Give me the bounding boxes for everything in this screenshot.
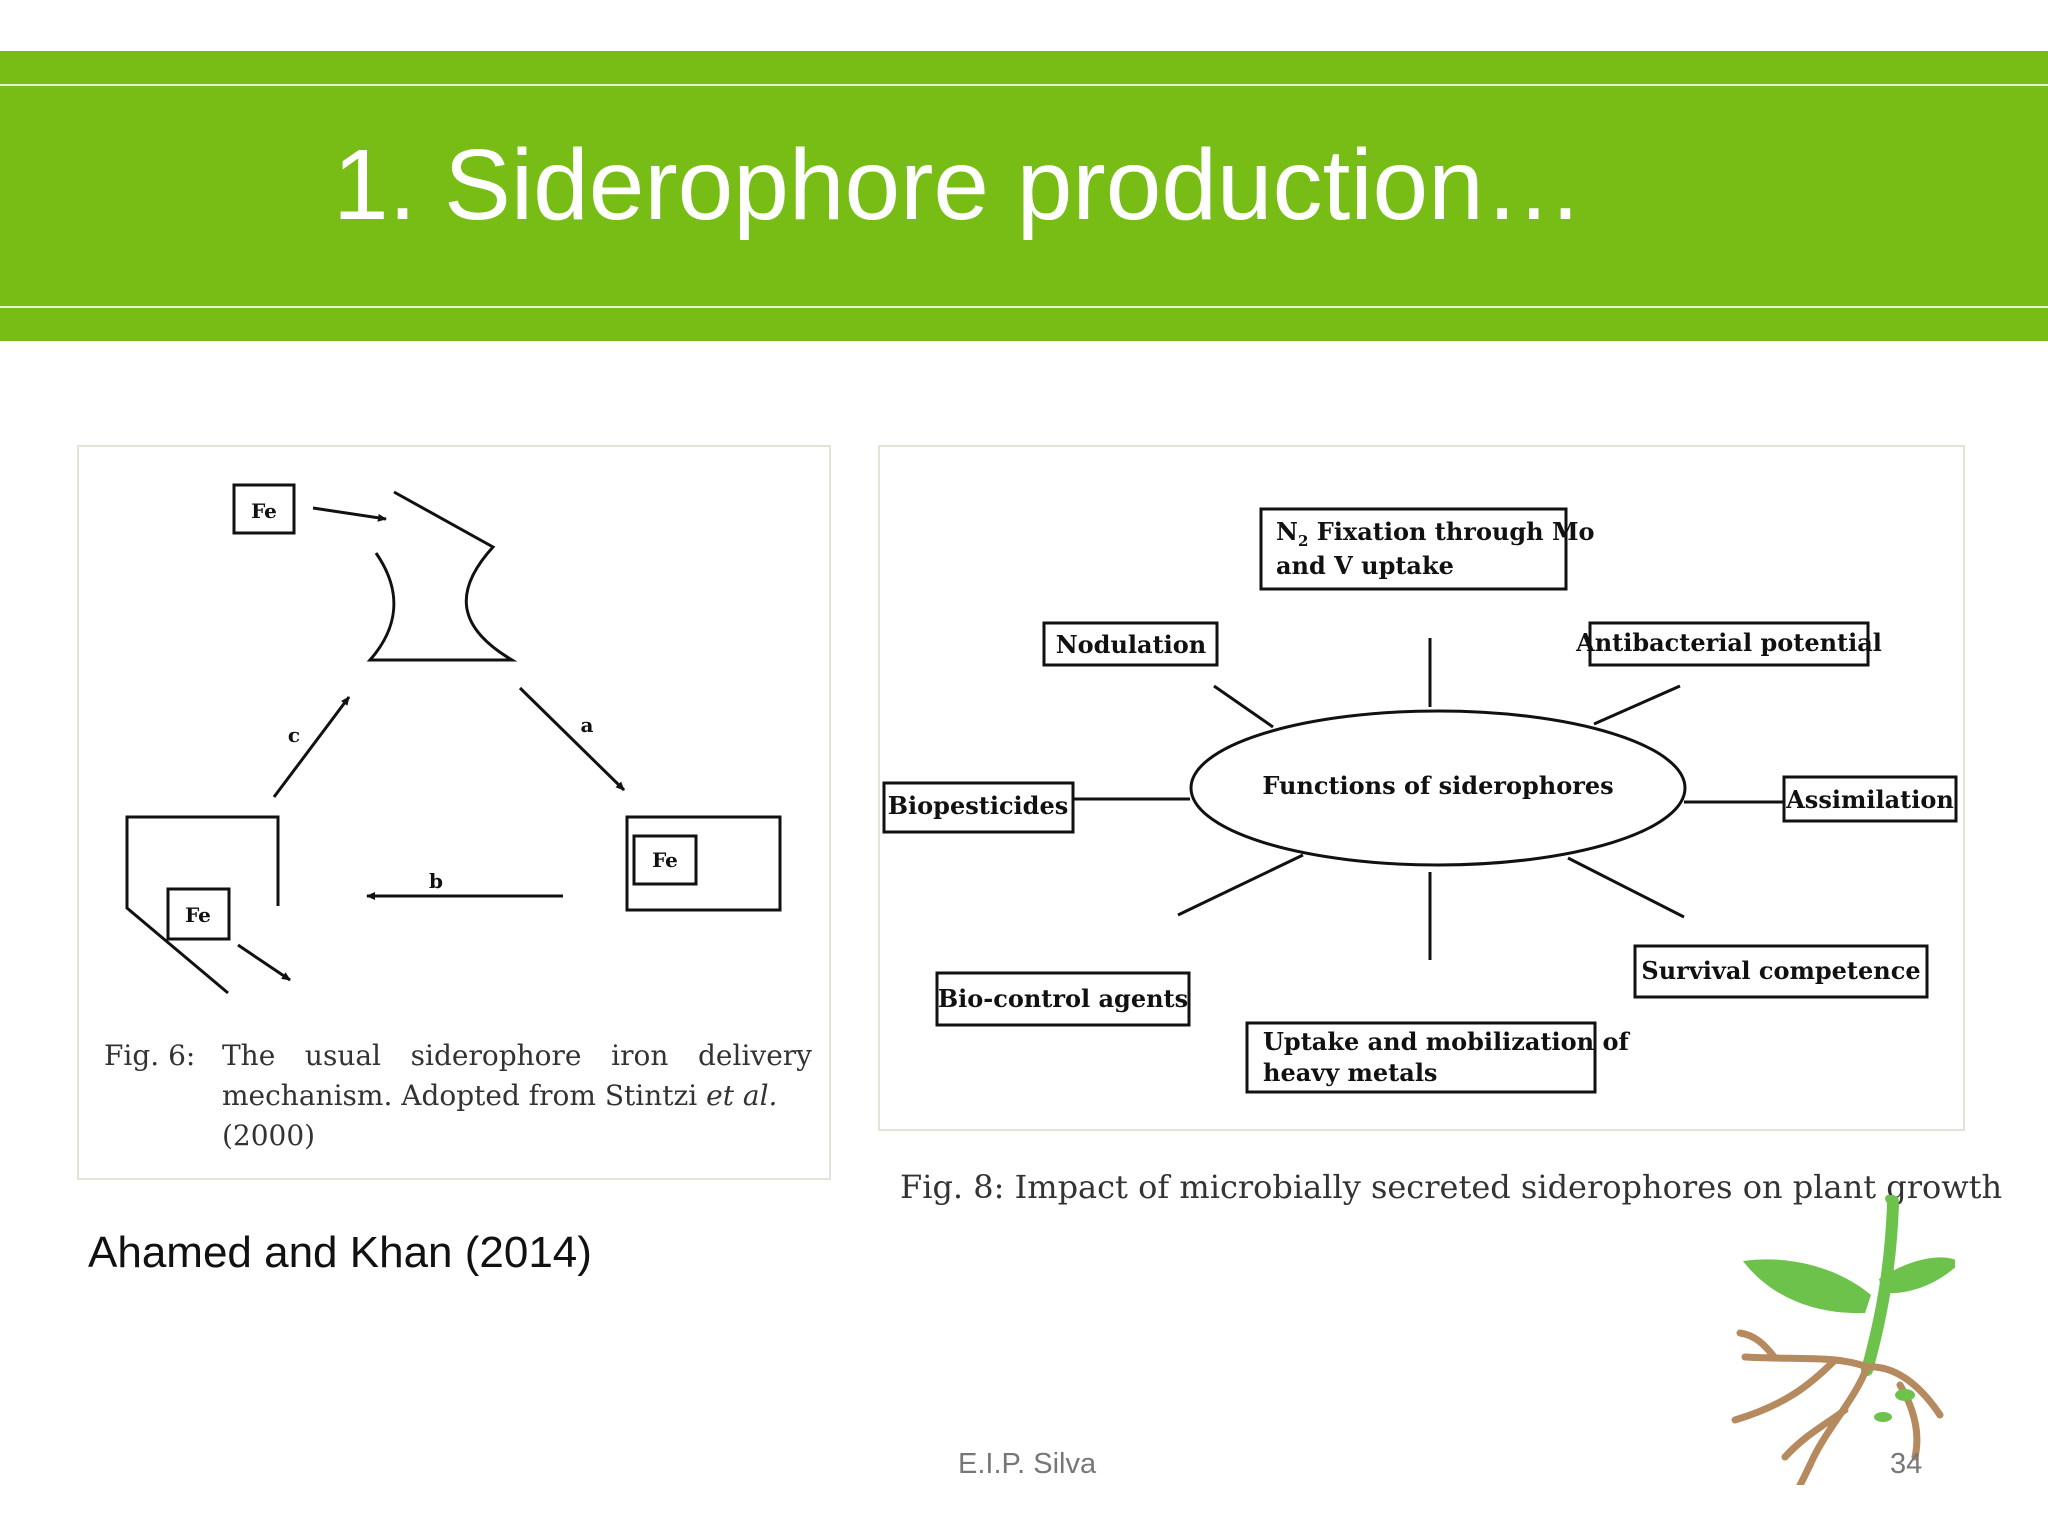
fig8-box-biopesticides	[882, 781, 1075, 834]
fig6-panel	[77, 445, 831, 1180]
fig6-arrow-c-label: c	[288, 723, 300, 747]
fig6-fe-label-left: Fe	[185, 903, 211, 927]
fig8-label-survival: Survival competence	[1641, 956, 1920, 985]
title-band-bottom-line	[0, 306, 2048, 308]
fig6-caption-body: The usual siderophore iron delivery mech…	[222, 1036, 812, 1156]
title-band	[0, 51, 2048, 341]
fig6-arrow-a	[518, 686, 626, 792]
fig8-box-n2-fixation	[1259, 507, 1568, 591]
fig8-n2-sub: 2	[1298, 532, 1308, 550]
fig6-fe-box-top	[232, 483, 296, 535]
fig6-arrow-c	[272, 696, 351, 798]
fig6-caption-text: The usual siderophore iron delivery mech…	[222, 1039, 812, 1112]
fig8-n2-pre: N	[1276, 517, 1298, 546]
fig6-cell-left	[125, 815, 280, 995]
fig8-spoke-antibacterial	[1593, 684, 1681, 726]
fig8-label-biopesticides: Biopesticides	[888, 791, 1068, 820]
fig8-box-biocontrol	[935, 971, 1191, 1027]
fig8-spoke-nodulation	[1213, 684, 1274, 729]
fig6-caption-year: (2000)	[222, 1119, 316, 1152]
fig8-spoke-survival	[1567, 856, 1685, 919]
fig6-arrow-b-label: b	[429, 869, 443, 893]
fig8-label-antibacterial: Antibacterial potential	[1575, 628, 1882, 657]
fig8-box-uptake	[1245, 1021, 1597, 1094]
fig8-caption: Fig. 8: Impact of microbially secreted s…	[900, 1168, 2003, 1206]
fig6-arrow-a-label: a	[581, 713, 594, 737]
fig8-box-antibacterial	[1588, 621, 1870, 667]
fig8-label-assimilation: Assimilation	[1785, 785, 1954, 814]
fig8-uptake-line2: heavy metals	[1263, 1058, 1437, 1087]
fig8-center-label: Functions of siderophores	[1262, 771, 1613, 800]
title-band-top-line	[0, 84, 2048, 86]
fig8-n2-line2: and V uptake	[1276, 551, 1454, 580]
fig8-n2-post: Fixation through Mo	[1308, 517, 1594, 546]
fig6-siderophore-shape	[366, 490, 518, 662]
fig6-fe-box-left	[166, 887, 231, 941]
slide-title: 1. Siderophore production…	[333, 129, 1584, 241]
fig6-fe-box-right	[632, 834, 698, 886]
fig8-box-assimilation	[1782, 775, 1958, 823]
fig6-arrow-fe-out	[237, 943, 291, 982]
fig8-center-ellipse	[1189, 709, 1687, 867]
fig8-uptake-line1: Uptake and mobilization of	[1263, 1027, 1630, 1056]
footer-author: E.I.P. Silva	[958, 1448, 1097, 1480]
fig8-label-nodulation: Nodulation	[1056, 630, 1207, 659]
fig8-n2-line1: N2 Fixation through Mo	[1276, 517, 1595, 550]
fig6-fe-label-right: Fe	[652, 848, 678, 872]
fig8-spoke-biocontrol	[1177, 853, 1304, 917]
fig6-fe-label-top: Fe	[251, 499, 277, 523]
plant-logo-icon	[1731, 1195, 1955, 1485]
fig6-caption-number: Fig. 6:	[104, 1039, 196, 1072]
fig6-caption-italic: et al.	[706, 1079, 778, 1112]
fig6-arrow-fe-in	[312, 506, 387, 522]
fig8-box-nodulation	[1042, 621, 1219, 667]
citation: Ahamed and Khan (2014)	[88, 1228, 592, 1277]
page-number: 34	[1890, 1448, 1923, 1480]
fig8-label-biocontrol: Bio-control agents	[938, 984, 1188, 1013]
fig8-box-survival	[1633, 944, 1929, 999]
